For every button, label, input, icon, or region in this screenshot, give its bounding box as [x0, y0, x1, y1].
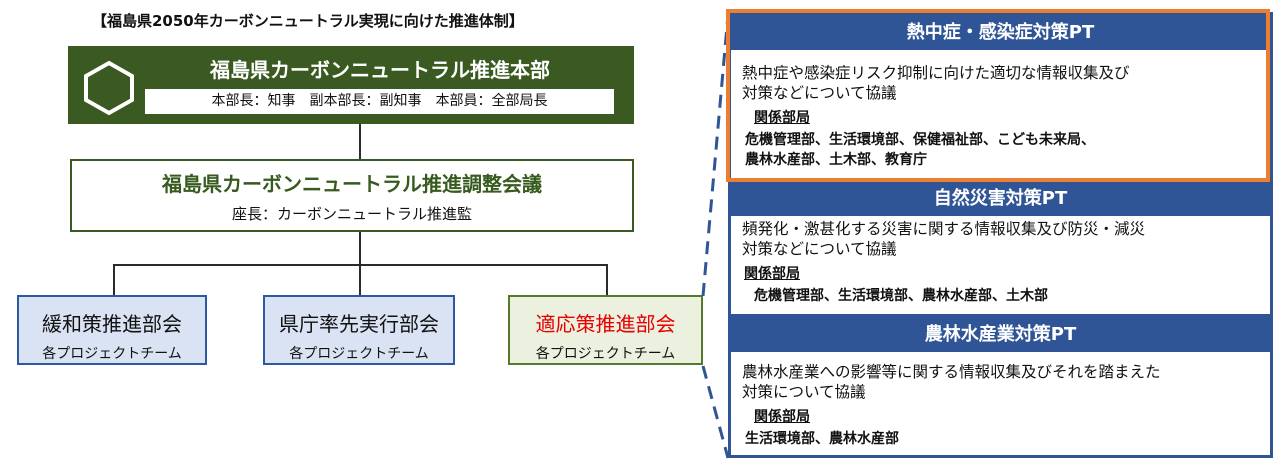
- connector-council-stem: [359, 232, 361, 265]
- pt-description-line: 対策などについて協議: [742, 240, 897, 258]
- related-departments: 危機管理部、生活環境部、保健福祉部、こども未来局、 農林水産部、土木部、教育庁: [745, 130, 1095, 170]
- subcommittee-team: 各プロジェクトチーム: [535, 346, 676, 362]
- pt-description-line: 農林水産業への影響等に関する情報収集及びそれを踏まえた: [742, 363, 1161, 381]
- pt-description-line: 頻発化・激甚化する災害に関する情報収集及び防災・減災: [742, 220, 1146, 238]
- subcommittee-name: 緩和策推進部会: [42, 312, 182, 336]
- pt-description: 農林水産業への影響等に関する情報収集及びそれを踏まえた 対策について協議: [742, 362, 1266, 402]
- connector-branch-middle: [359, 264, 361, 295]
- diagram-title: 【福島県2050年カーボンニュートラル実現に向けた推進体制】: [92, 12, 524, 30]
- connector-hq-council: [359, 124, 361, 159]
- pt-description-line: 対策などについて協議: [742, 84, 897, 102]
- pt-header-heatstroke: 熱中症・感染症対策PT: [731, 15, 1270, 50]
- related-departments: 生活環境部、農林水産部: [745, 429, 899, 449]
- department-list-line: 危機管理部、生活環境部、農林水産部、土木部: [754, 288, 1048, 304]
- department-list-line: 危機管理部、生活環境部、保健福祉部、こども未来局、: [745, 132, 1095, 148]
- hexagon-icon: [84, 60, 134, 116]
- pt-description: 頻発化・激甚化する災害に関する情報収集及び防災・減災 対策などについて協議: [742, 219, 1266, 259]
- pt-panel: [728, 12, 1273, 458]
- subcommittee-adaptation: 適応策推進部会 各プロジェクトチーム: [508, 295, 703, 365]
- pt-divider: [731, 314, 1270, 317]
- related-departments-label: 関係部局: [744, 266, 800, 282]
- pt-header-disaster: 自然災害対策PT: [731, 181, 1270, 216]
- related-departments-label: 関係部局: [754, 110, 810, 126]
- headquarters-members: 本部長：知事 副本部長：副知事 本部員：全部局長: [145, 89, 614, 114]
- related-departments: 危機管理部、生活環境部、農林水産部、土木部: [754, 286, 1048, 306]
- council-box: [70, 159, 634, 232]
- related-departments-label: 関係部局: [754, 409, 810, 425]
- council-chair: 座長：カーボンニュートラル推進監: [231, 205, 472, 223]
- subcommittee-name: 適応策推進部会: [535, 312, 676, 336]
- subcommittee-government-action: 県庁率先実行部会 各プロジェクトチーム: [263, 295, 455, 365]
- connector-branch-right: [606, 264, 608, 295]
- pt-header-agriculture: 農林水産業対策PT: [731, 317, 1270, 352]
- subcommittee-team: 各プロジェクトチーム: [42, 346, 182, 362]
- connector-branch-left: [113, 264, 115, 295]
- pt-description-line: 対策について協議: [742, 383, 866, 401]
- council-name: 福島県カーボンニュートラル推進調整会議: [162, 172, 542, 196]
- headquarters-name: 福島県カーボンニュートラル推進本部: [210, 58, 550, 82]
- subcommittee-team: 各プロジェクトチーム: [289, 346, 429, 362]
- subcommittee-mitigation: 緩和策推進部会 各プロジェクトチーム: [17, 295, 207, 365]
- pt-description-line: 熱中症や感染症リスク抑制に向けた適切な情報収集及び: [742, 64, 1130, 82]
- department-list-line: 生活環境部、農林水産部: [745, 431, 899, 447]
- department-list-line: 農林水産部、土木部、教育庁: [745, 152, 927, 168]
- highlight-frame: [726, 9, 1270, 182]
- subcommittee-name: 県庁率先実行部会: [279, 312, 439, 336]
- pt-description: 熱中症や感染症リスク抑制に向けた適切な情報収集及び 対策などについて協議: [742, 63, 1266, 103]
